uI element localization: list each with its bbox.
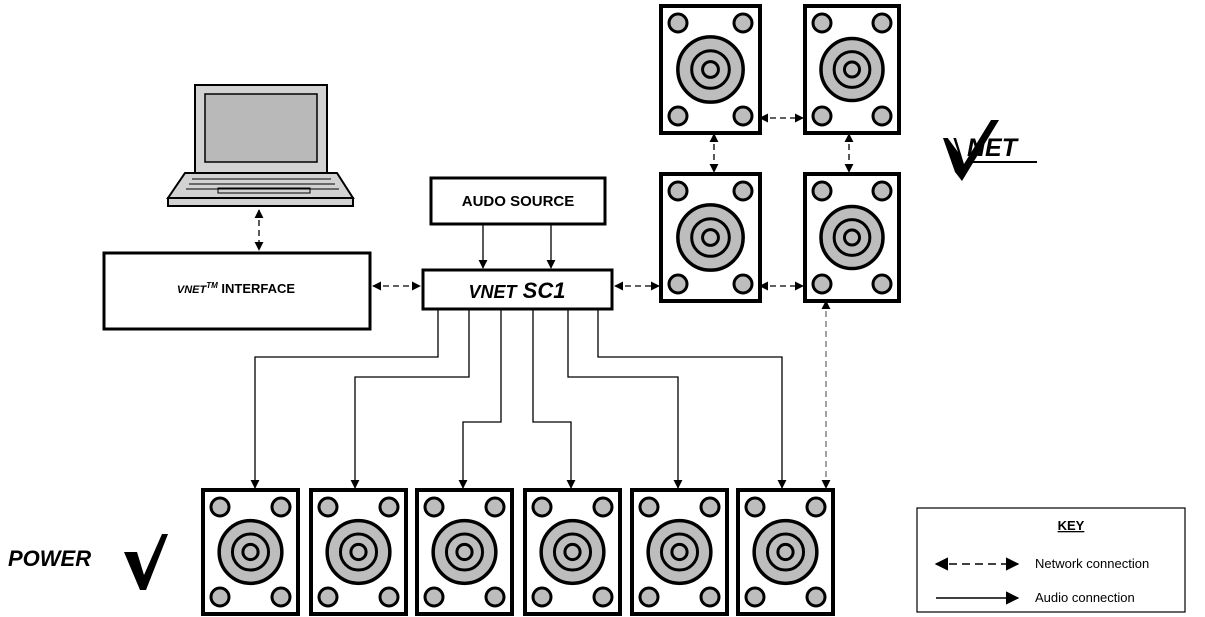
speaker-icon bbox=[309, 488, 408, 616]
power-logo: POWER bbox=[8, 534, 168, 590]
speakers-group bbox=[201, 4, 901, 616]
audio-link-speaker-5 bbox=[567, 309, 683, 489]
speaker-icon bbox=[803, 4, 901, 135]
key-title: KEY bbox=[1058, 518, 1085, 533]
speaker-icon bbox=[659, 4, 762, 135]
speaker-icon bbox=[523, 488, 622, 616]
power-logo-text: POWER bbox=[8, 546, 91, 571]
speaker-icon bbox=[803, 172, 901, 303]
vnet-interface-label: VNETTM INTERFACE bbox=[177, 281, 296, 296]
audio-source-box: AUDO SOURCE bbox=[429, 176, 607, 226]
speaker-icon bbox=[736, 488, 835, 616]
audio-link-speaker-2 bbox=[350, 309, 470, 489]
network-connection-label: Network connection bbox=[1035, 556, 1149, 571]
speaker-icon bbox=[415, 488, 514, 616]
vnet-logo: NET bbox=[943, 120, 1037, 181]
vnet-sc1-label: VNET SC1 bbox=[469, 278, 566, 303]
speaker-icon bbox=[201, 488, 300, 616]
audio-link-speaker-1 bbox=[250, 309, 439, 489]
audio-connections bbox=[250, 224, 787, 489]
audio-link-speaker-4 bbox=[532, 309, 576, 489]
speaker-icon bbox=[659, 172, 762, 303]
speaker-icon bbox=[630, 488, 729, 616]
laptop-icon bbox=[166, 84, 355, 207]
network-connections bbox=[254, 113, 854, 489]
vnet-logo-text: NET bbox=[967, 134, 1020, 162]
audio-link-speaker-3 bbox=[458, 309, 502, 489]
audio-source-label: AUDO SOURCE bbox=[462, 193, 575, 210]
audio-link-speaker-6 bbox=[597, 309, 787, 489]
vnet-interface-box: VNETTM INTERFACE bbox=[102, 251, 372, 331]
vnet-sc1-box: VNET SC1 bbox=[421, 268, 614, 311]
audio-connection-label: Audio connection bbox=[1035, 590, 1135, 605]
key-legend: KEY Network connection Audio connection bbox=[916, 507, 1186, 613]
